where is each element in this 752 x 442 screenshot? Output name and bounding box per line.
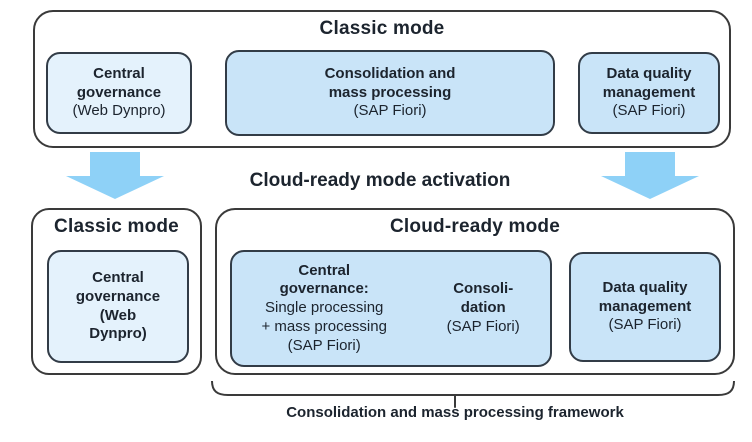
framework-caption: Consolidation and mass processing framew… [286,404,624,421]
box-central-governance-web-dynpro: Central governance (Web Dynpro) [47,250,189,363]
central-governance-column: Central governance: Single processing + … [232,262,416,356]
box-central-governance-web-dynpro: Central governance (Web Dynpro) [46,52,192,134]
box-title: Consoli- dation [453,280,514,317]
box-technology: (SAP Fiori) [608,316,682,334]
underbrace-icon [211,381,735,408]
box-detail: Single processing + mass processing (SAP… [261,299,387,354]
box-technology: (SAP Fiori) [612,102,686,120]
box-title: Central governance (Web Dynpro) [75,269,161,343]
box-technology: (Web Dynpro) [72,102,166,120]
box-data-quality-management: Data quality management (SAP Fiori) [578,52,720,134]
activation-label: Cloud-ready mode activation [249,170,511,191]
box-technology: (SAP Fiori) [446,317,520,335]
classic-mode-top-title: Classic mode [319,18,445,39]
box-data-quality-management: Data quality management (SAP Fiori) [569,252,721,362]
box-title: Central governance [76,64,162,101]
box-title: Data quality management [598,278,692,315]
box-technology: (SAP Fiori) [353,102,427,120]
classic-mode-top-panel: Classic mode Central governance (Web Dyn… [33,10,731,148]
box-title: Consolidation and mass processing [324,64,456,101]
cloud-ready-mode-title: Cloud-ready mode [390,216,560,237]
box-title: Central governance: [279,261,369,298]
down-arrow-icon [66,152,164,199]
classic-mode-bottom-title: Classic mode [54,216,179,237]
down-arrow-icon [601,152,699,199]
box-consolidation-mass-processing: Consolidation and mass processing (SAP F… [225,50,555,136]
consolidation-column: Consoli- dation (SAP Fiori) [416,280,550,336]
box-central-governance-consolidation: Central governance: Single processing + … [230,250,552,367]
cloud-ready-mode-panel: Cloud-ready mode Central governance: Sin… [215,208,735,375]
classic-mode-bottom-panel: Classic mode Central governance (Web Dyn… [31,208,202,375]
box-title: Data quality management [602,64,696,101]
